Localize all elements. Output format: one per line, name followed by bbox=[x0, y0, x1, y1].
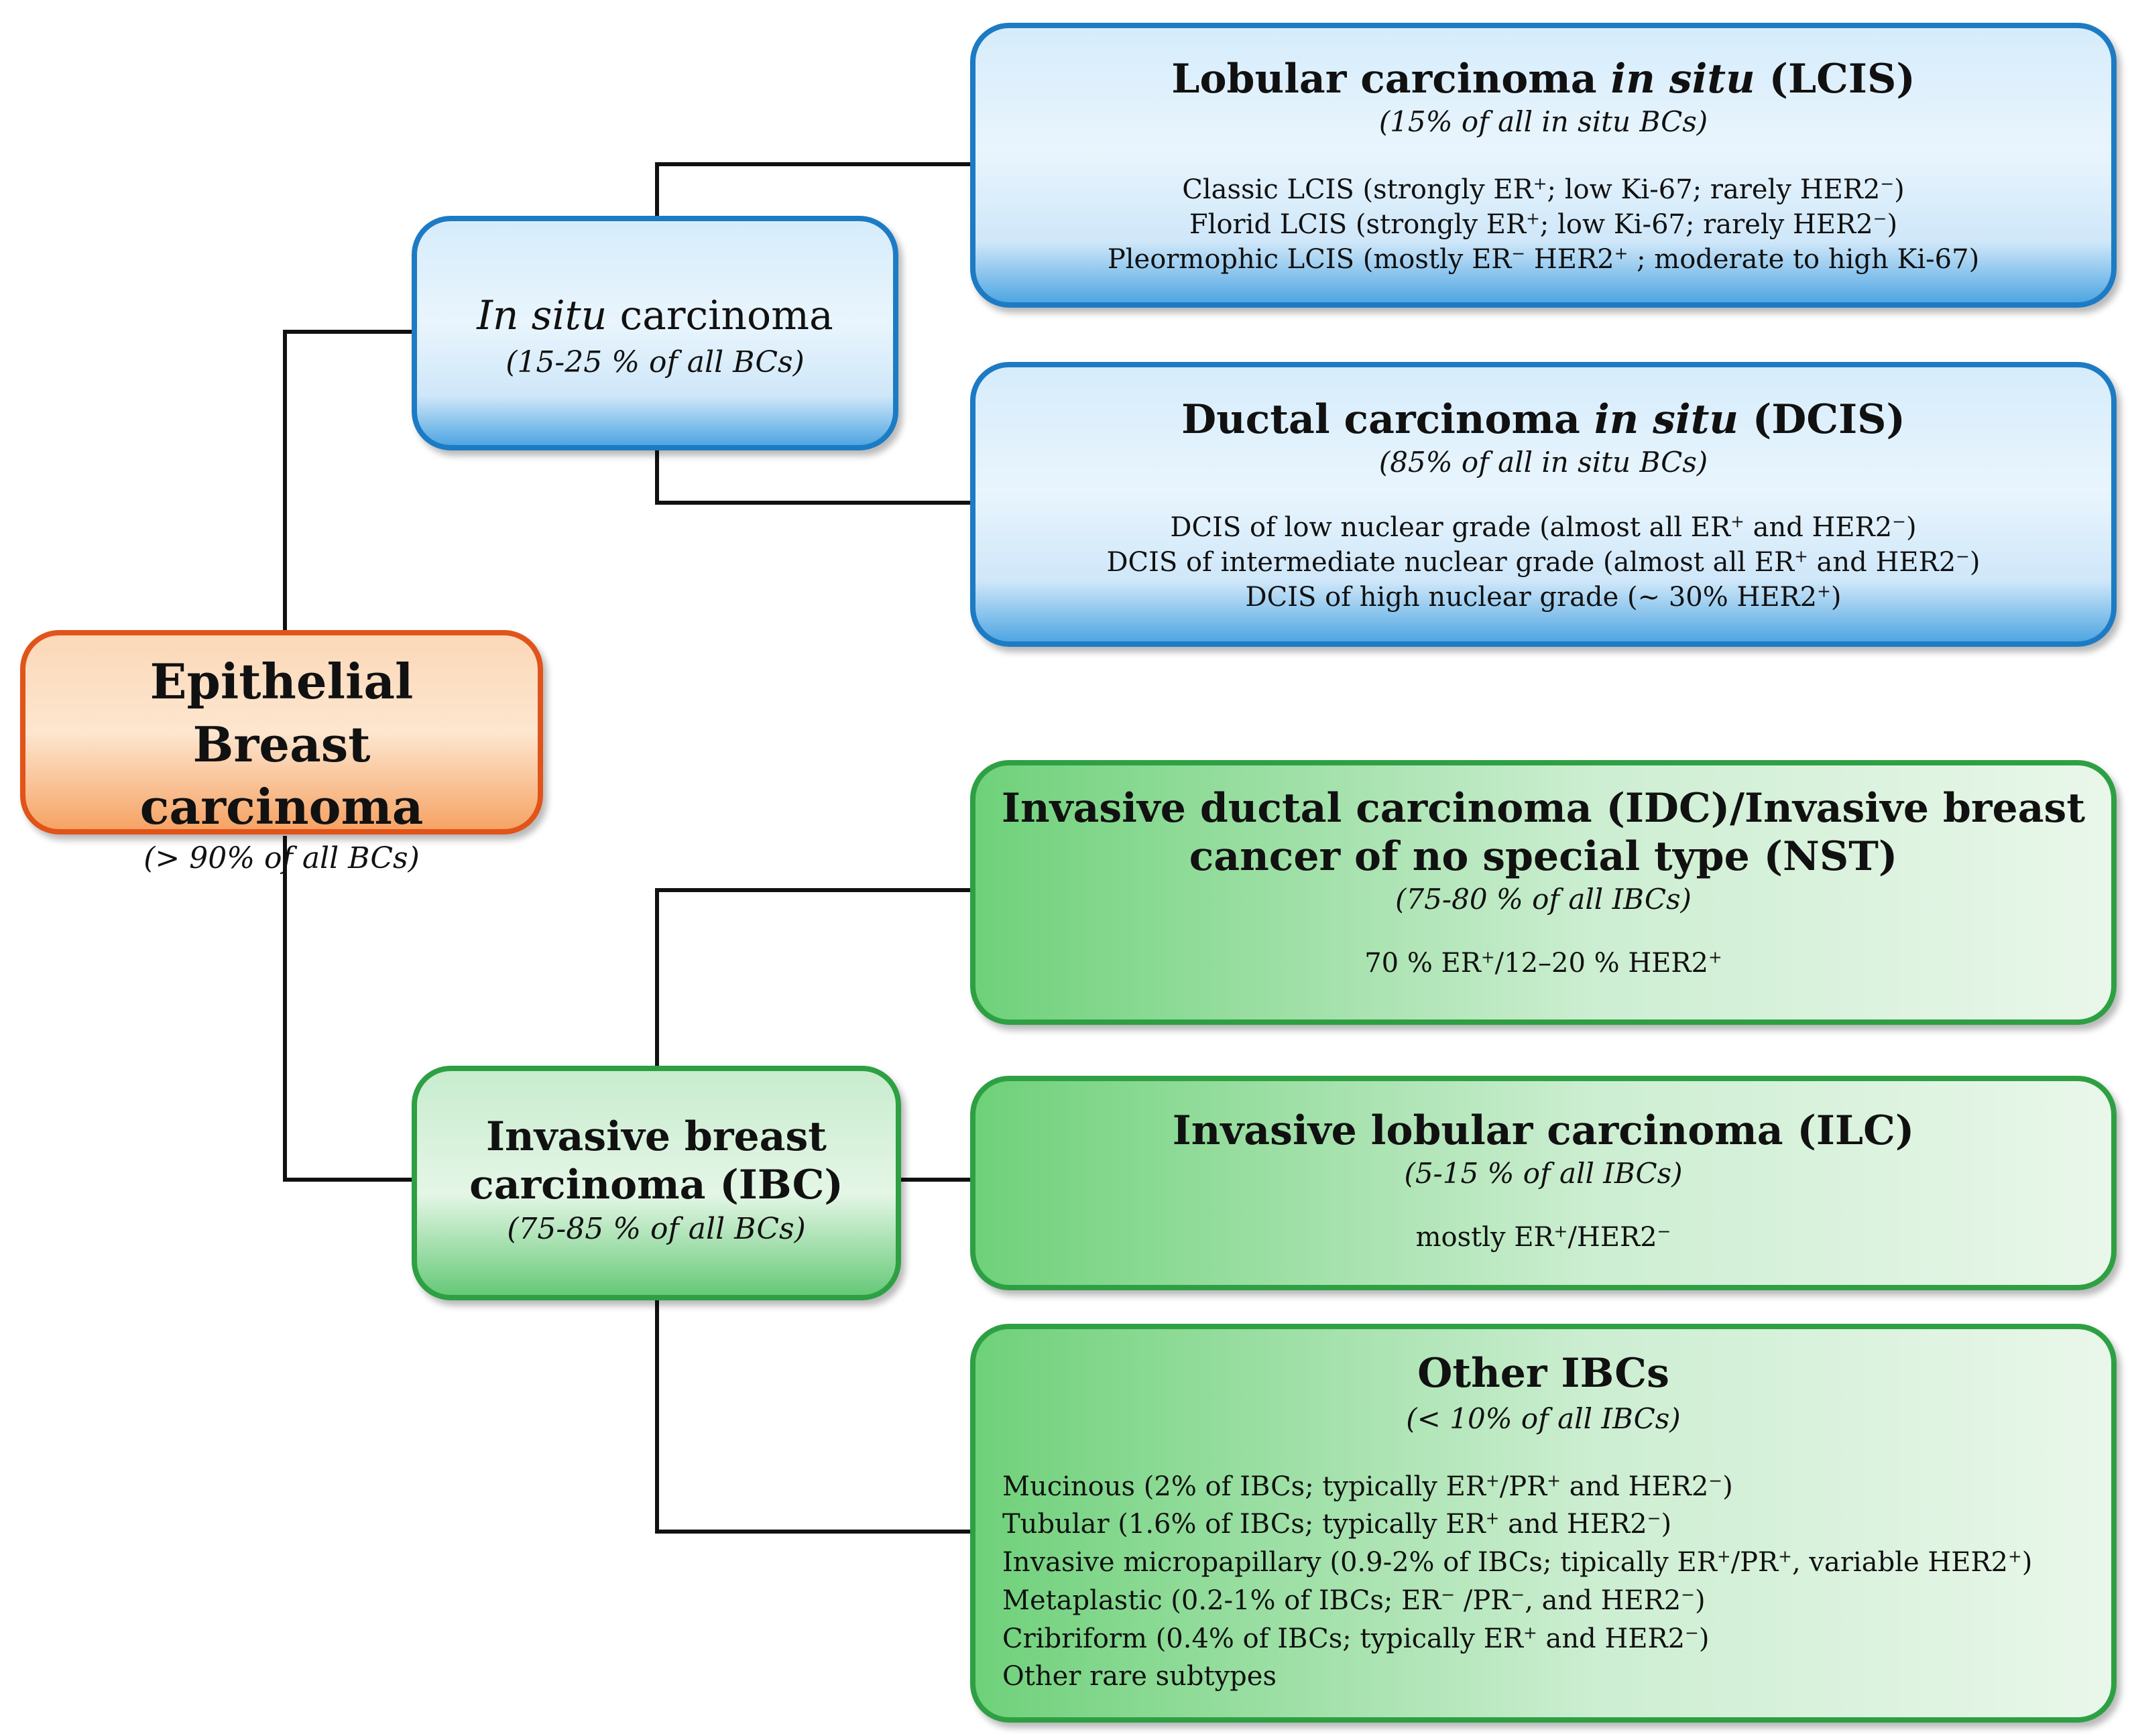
dcis-line-1: DCIS of low nuclear grade (almost all ER… bbox=[1170, 511, 1917, 543]
other-line-1: Mucinous (2% of IBCs; typically ER+/PR+ … bbox=[1002, 1470, 1733, 1502]
idc-title-line1: Invasive ductal carcinoma (IDC)/Invasive… bbox=[1001, 785, 2086, 832]
lcis-line-3: Pleormophic LCIS (mostly ER− HER2+ ; mod… bbox=[1107, 243, 1980, 275]
dcis-line-2: DCIS of intermediate nuclear grade (almo… bbox=[1106, 546, 1980, 578]
idc-receptor-line: 70 % ER+/12–20 % HER2+ bbox=[975, 947, 2111, 979]
other-line-3: Invasive micropapillary (0.9-2% of IBCs;… bbox=[1002, 1546, 2033, 1578]
other-line-2: Tubular (1.6% of IBCs; typically ER+ and… bbox=[1002, 1508, 1672, 1540]
connector-in-situ-to-lcis bbox=[655, 162, 974, 220]
lcis-title-a: Lobular carcinoma bbox=[1171, 56, 1597, 103]
connector-ibc-to-other bbox=[655, 1298, 974, 1534]
idc-title-line2: cancer of no special type (NST) bbox=[1189, 833, 1898, 880]
ilc-subtitle: (5-15 % of all IBCs) bbox=[1404, 1157, 1683, 1190]
lcis-title-em: in situ bbox=[1610, 56, 1755, 103]
ibc-title-line1: Invasive breast bbox=[485, 1113, 827, 1160]
ilc-line-1: mostly ER+/HER2− bbox=[1415, 1221, 1671, 1253]
lcis-title: Lobular carcinoma in situ (LCIS) bbox=[975, 55, 2111, 103]
lcis-subtype-list: Classic LCIS (strongly ER+; low Ki-67; r… bbox=[975, 172, 2111, 277]
in-situ-carcinoma-box: In situ carcinoma (15-25 % of all BCs) bbox=[412, 216, 898, 450]
dcis-title: Ductal carcinoma in situ (DCIS) bbox=[975, 395, 2111, 444]
lcis-box: Lobular carcinoma in situ (LCIS) (15% of… bbox=[970, 23, 2117, 308]
in-situ-title: In situ carcinoma bbox=[417, 292, 893, 340]
ilc-title: Invasive lobular carcinoma (ILC) bbox=[1172, 1107, 1915, 1154]
in-situ-title-rest: carcinoma bbox=[619, 292, 833, 339]
dcis-title-em: in situ bbox=[1594, 396, 1739, 443]
root-title: Epithelial Breast carcinoma bbox=[139, 653, 424, 836]
ilc-receptor-line: mostly ER+/HER2− bbox=[975, 1221, 2111, 1253]
dcis-subtype-list: DCIS of low nuclear grade (almost all ER… bbox=[975, 510, 2111, 615]
connector-root-to-in-situ bbox=[283, 330, 416, 635]
other-line-4: Metaplastic (0.2-1% of IBCs; ER− /PR−, a… bbox=[1002, 1585, 1706, 1616]
epithelial-breast-carcinoma-box: Epithelial Breast carcinoma (> 90% of al… bbox=[20, 630, 543, 875]
in-situ-subtitle: (15-25 % of all BCs) bbox=[506, 345, 805, 379]
other-subtitle: (< 10% of all IBCs) bbox=[1406, 1402, 1681, 1435]
invasive-breast-carcinoma-box: Invasive breast carcinoma (IBC) (75-85 %… bbox=[412, 1066, 901, 1300]
dcis-subtitle: (85% of all in situ BCs) bbox=[1378, 446, 1708, 479]
lcis-line-1: Classic LCIS (strongly ER+; low Ki-67; r… bbox=[1182, 173, 1905, 205]
lcis-title-b: (LCIS) bbox=[1769, 56, 1915, 103]
dcis-title-a: Ductal carcinoma bbox=[1181, 396, 1580, 443]
connector-in-situ-to-dcis bbox=[655, 447, 974, 505]
other-subtype-list: Mucinous (2% of IBCs; typically ER+/PR+ … bbox=[975, 1468, 2111, 1696]
lcis-subtitle: (15% of all in situ BCs) bbox=[1378, 105, 1708, 138]
other-title: Other IBCs bbox=[1417, 1350, 1669, 1397]
dcis-box: Ductal carcinoma in situ (DCIS) (85% of … bbox=[970, 362, 2117, 647]
in-situ-title-em: In situ bbox=[477, 292, 607, 339]
other-line-5: Cribriform (0.4% of IBCs; typically ER+ … bbox=[1002, 1623, 1710, 1654]
other-ibcs-box: Other IBCs (< 10% of all IBCs) Mucinous … bbox=[970, 1324, 2117, 1723]
idc-line-1: 70 % ER+/12–20 % HER2+ bbox=[1364, 946, 1722, 979]
ilc-box: Invasive lobular carcinoma (ILC) (5-15 %… bbox=[970, 1076, 2117, 1290]
ibc-subtitle: (75-85 % of all BCs) bbox=[507, 1212, 806, 1246]
connector-ibc-to-idc bbox=[655, 888, 974, 1068]
root-subtitle: (> 90% of all BCs) bbox=[143, 841, 420, 875]
dcis-line-3: DCIS of high nuclear grade (~ 30% HER2+) bbox=[1245, 580, 1842, 613]
idc-subtitle: (75-80 % of all IBCs) bbox=[1395, 883, 1692, 916]
lcis-line-2: Florid LCIS (strongly ER+; low Ki-67; ra… bbox=[1189, 208, 1898, 240]
ibc-title-line2: carcinoma (IBC) bbox=[469, 1162, 843, 1208]
connector-root-to-ibc bbox=[283, 836, 416, 1182]
dcis-title-b: (DCIS) bbox=[1752, 396, 1905, 443]
other-line-6: Other rare subtypes bbox=[1002, 1661, 1277, 1692]
idc-box: Invasive ductal carcinoma (IDC)/Invasive… bbox=[970, 760, 2117, 1025]
